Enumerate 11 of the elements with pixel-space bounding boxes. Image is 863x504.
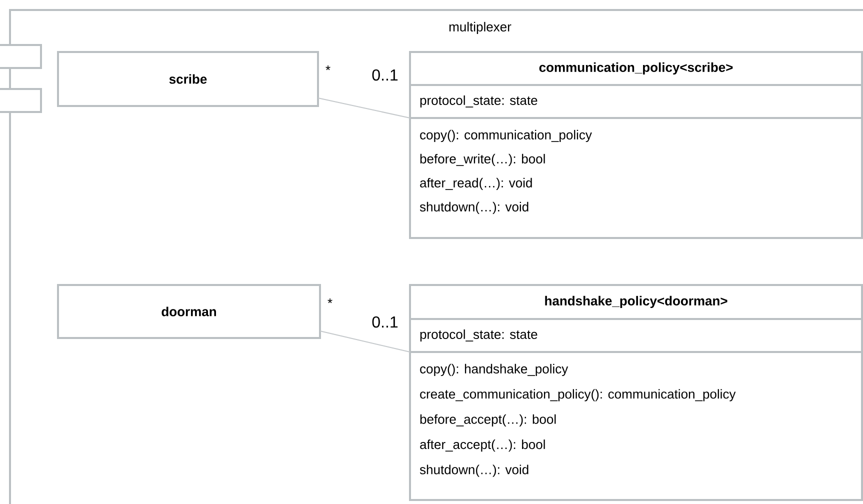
association-line	[318, 98, 410, 118]
multiplicity-label: *	[328, 298, 332, 304]
multiplicity-label: 0..1	[372, 316, 398, 328]
association-line	[320, 330, 410, 352]
component-box: doorman	[57, 284, 321, 339]
class-box: communication_policy<scribe> protocol_state: state copy(): communication_policy before_write(…): bool after_read(…): void shutdown(…): void	[409, 51, 863, 239]
multiplicity-label: 0..1	[372, 69, 398, 81]
node-label: multiplexer	[449, 22, 512, 34]
multiplicity-label: *	[326, 66, 330, 70]
component-box: scribe	[57, 51, 319, 107]
class-box: handshake_policy<doorman> protocol_state: state copy(): handshake_policy create_communication_policy(): communication_policy before_accept(…): bool after_accept(…): bool shutdown(…): void	[409, 284, 863, 501]
